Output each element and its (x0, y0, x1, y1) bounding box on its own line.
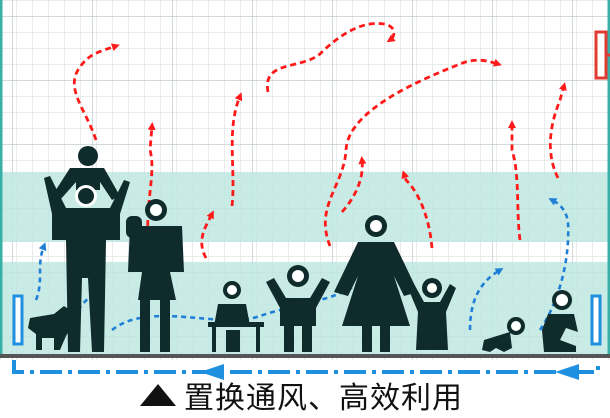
figures (28, 146, 578, 352)
triangle-up-icon (140, 384, 176, 406)
warm-air-flow (230, 92, 243, 207)
dog-icon (28, 306, 72, 350)
warm-air-flow (72, 43, 120, 141)
man-carrying-child-icon (44, 146, 130, 352)
warm-air-flow (401, 170, 434, 249)
warm-air-flow (340, 156, 367, 213)
warm-air-flow (508, 120, 522, 241)
fresh-air-flow (34, 242, 47, 301)
sitting-baby-icon (542, 290, 578, 352)
child-arms-up-icon (266, 265, 330, 352)
warm-air-flow (323, 58, 502, 247)
warm-air-flow (146, 122, 156, 237)
ceiling-exhaust-icon (594, 30, 610, 80)
woman-dress-icon (334, 215, 418, 352)
crawling-baby-icon (482, 317, 525, 352)
warm-air-flows (72, 22, 567, 259)
diagram-caption: 置换通风、高效利用 (140, 378, 463, 416)
wall-air-inlet-right-icon (590, 294, 602, 346)
caption-text: 置换通风、高效利用 (184, 381, 463, 416)
warm-air-flow (266, 22, 396, 93)
floor-air-inlet-icon (12, 360, 600, 380)
toddler-arms-up-icon (408, 278, 456, 350)
warm-air-flow (548, 82, 567, 179)
warm-air-flow (200, 210, 214, 259)
child-at-desk-icon (208, 281, 264, 352)
woman-holding-baby-icon (126, 199, 184, 352)
fresh-air-flow (468, 267, 504, 331)
wall-air-inlet-left-icon (12, 294, 24, 346)
